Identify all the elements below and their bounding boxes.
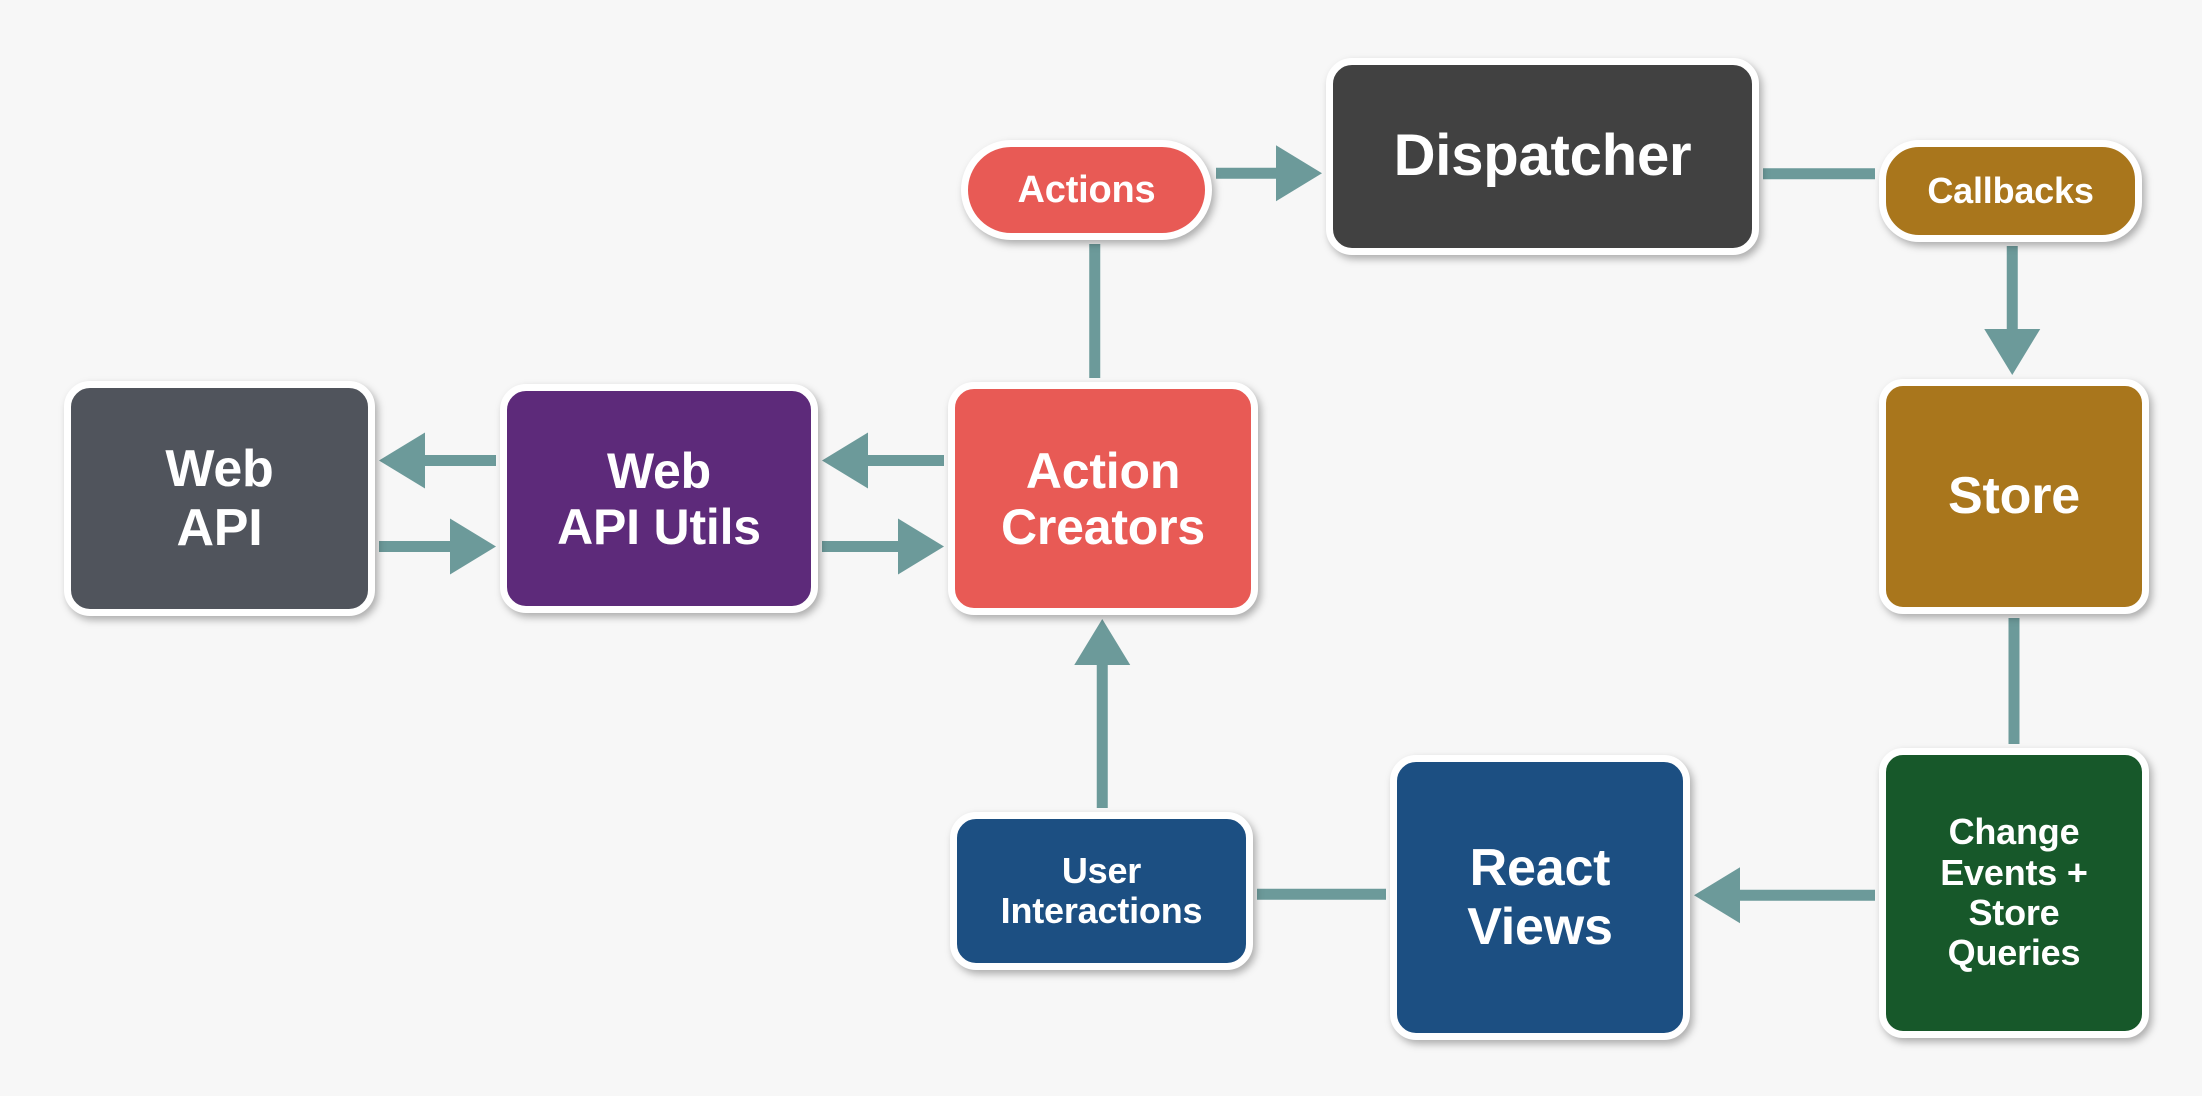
node-label-action-creators: Action Creators [1000, 442, 1206, 555]
edge-action-creators-to-web-api-utils [822, 432, 944, 489]
node-dispatcher[interactable]: Dispatcher [1326, 58, 1759, 255]
edge-actions-to-dispatcher [1216, 145, 1322, 202]
edge-change-events-to-react-views [1694, 867, 1875, 924]
node-react-views[interactable]: React Views [1390, 755, 1690, 1040]
node-change-events-store-queries[interactable]: Change Events + Store Queries [1879, 748, 2149, 1038]
edge-web-api-to-web-api-utils [379, 518, 496, 575]
node-label-web-api-utils: Web API Utils [557, 442, 761, 555]
edge-user-interactions-to-action-creators [1074, 619, 1131, 808]
node-label-store: Store [1948, 467, 2080, 526]
node-action-creators[interactable]: Action Creators [948, 382, 1258, 615]
node-actions[interactable]: Actions [961, 140, 1212, 240]
node-label-dispatcher: Dispatcher [1393, 123, 1692, 189]
node-label-web-api: Web API [165, 440, 274, 557]
node-label-user-interactions: User Interactions [1000, 849, 1203, 931]
edge-arrowhead [379, 432, 425, 489]
edge-arrowhead [1694, 867, 1740, 924]
node-label-change-events-store-queries: Change Events + Store Queries [1940, 811, 2088, 974]
edge-arrowhead [1276, 145, 1322, 202]
node-web-api-utils[interactable]: Web API Utils [500, 384, 818, 613]
edge-arrowhead [898, 518, 944, 575]
node-web-api[interactable]: Web API [64, 381, 375, 616]
edge-arrowhead [1984, 329, 2041, 375]
edge-web-api-utils-to-action-creators [822, 518, 944, 575]
node-label-react-views: React Views [1467, 839, 1613, 956]
edge-arrowhead [450, 518, 496, 575]
node-user-interactions[interactable]: User Interactions [950, 812, 1253, 970]
edge-callbacks-to-store [1984, 246, 2041, 375]
node-label-callbacks: Callbacks [1927, 169, 2094, 211]
edge-arrowhead [822, 432, 868, 489]
edge-web-api-utils-to-web-api [379, 432, 496, 489]
node-callbacks[interactable]: Callbacks [1879, 140, 2142, 242]
node-store[interactable]: Store [1879, 379, 2149, 614]
edge-arrowhead [1074, 619, 1131, 665]
node-label-actions: Actions [1017, 168, 1156, 211]
